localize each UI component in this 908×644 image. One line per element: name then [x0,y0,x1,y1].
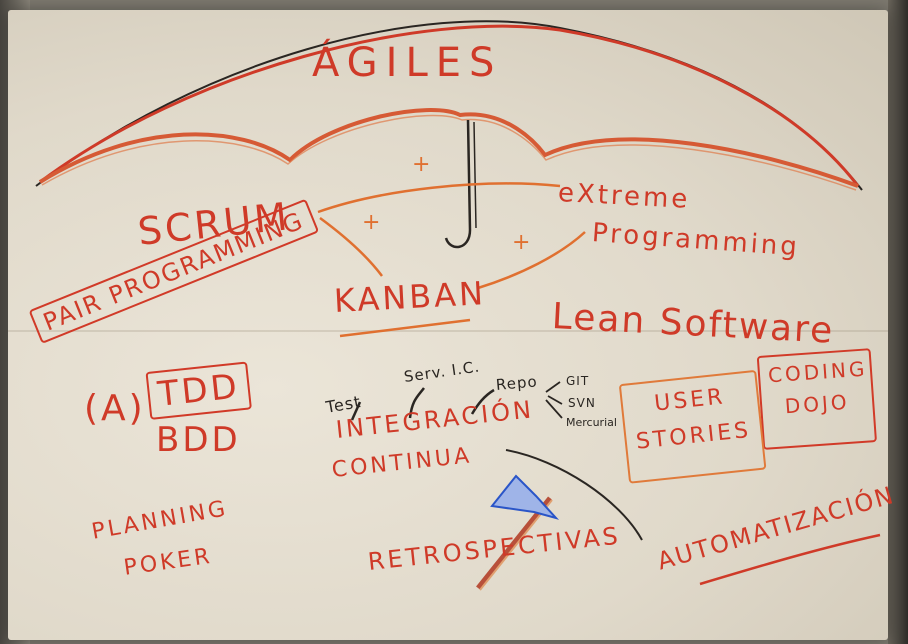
flipchart-paper [8,10,888,640]
wall-right [888,0,908,644]
box-user-stories: USER STORIES [618,369,767,484]
title-agiles: ÁGILES [312,40,503,86]
plus-mark: + [512,230,534,255]
plus-mark: + [412,152,434,177]
label-coding: CODING [767,356,869,388]
automatizacion-underline [699,533,881,586]
umbrella-scallop-2 [41,114,857,191]
repo-item-git: GIT [566,374,590,388]
box-coding-dojo: CODING DOJO [756,348,878,450]
label-bdd: BDD [156,420,241,460]
umbrella-canopy-red [39,24,860,187]
label-tdd-prefix: (A) [84,388,146,429]
repo-item-mercurial: Mercurial [566,416,617,429]
arc-kanban-xp [477,231,586,290]
arc-scrum-xp [317,182,561,214]
label-dojo: DOJO [784,389,851,419]
umbrella-scallop [38,108,859,188]
repo-item-svn: SVN [568,396,596,410]
paper-fold [8,330,888,332]
ci-branch-repo: Repo [495,372,539,394]
flag-icon [490,474,560,520]
umbrella-handle [444,119,472,249]
kanban-underline [339,318,471,338]
arc-scrum-kanban [319,216,383,277]
label-kanban: KANBAN [333,274,487,320]
plus-mark: + [362,210,384,235]
ci-long-arc [505,449,643,541]
